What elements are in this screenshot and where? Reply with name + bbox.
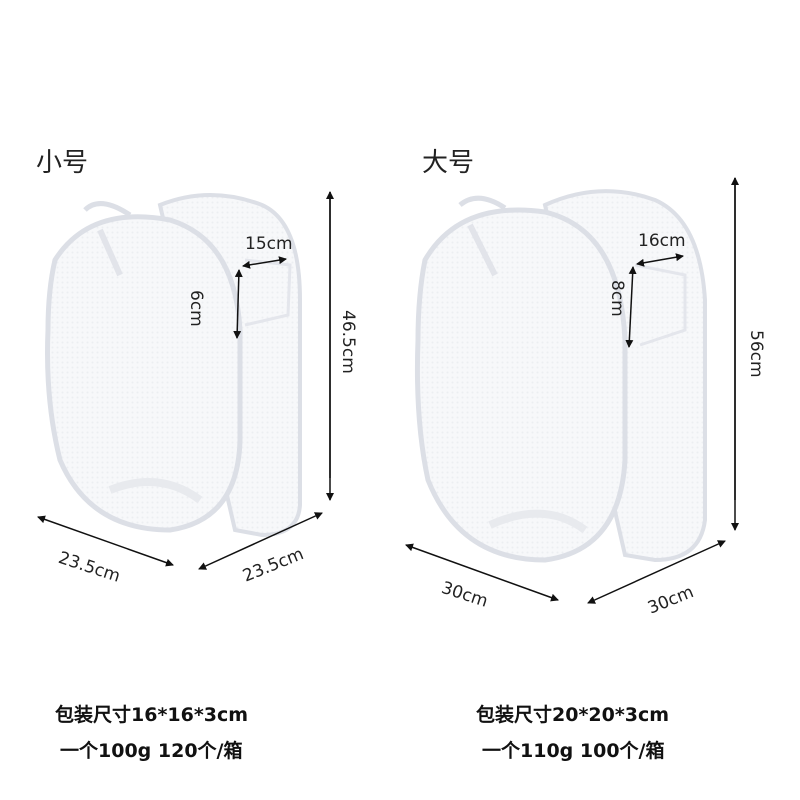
large-weight-quantity: 一个110g 100个/箱 — [482, 740, 665, 762]
small-hamper-image — [45, 193, 302, 538]
large-height-label: 56cm — [746, 330, 766, 378]
small-dimension-arrows — [37, 191, 334, 570]
large-dimension-arrows — [405, 177, 739, 604]
small-package-size: 包装尺寸16*16*3cm — [55, 704, 249, 726]
small-pocket-height-label: 6cm — [186, 290, 206, 327]
small-size-label: 小号 — [36, 148, 89, 178]
large-pocket-width-label: 16cm — [638, 231, 686, 251]
small-height-label: 46.5cm — [338, 310, 358, 374]
small-weight-quantity: 一个100g 120个/箱 — [60, 740, 243, 762]
large-hamper-image — [414, 189, 707, 563]
small-pocket-width-label: 15cm — [245, 234, 293, 254]
large-package-size: 包装尺寸20*20*3cm — [476, 704, 670, 726]
large-pocket-height-label: 8cm — [607, 280, 627, 317]
large-size-label: 大号 — [422, 148, 475, 178]
